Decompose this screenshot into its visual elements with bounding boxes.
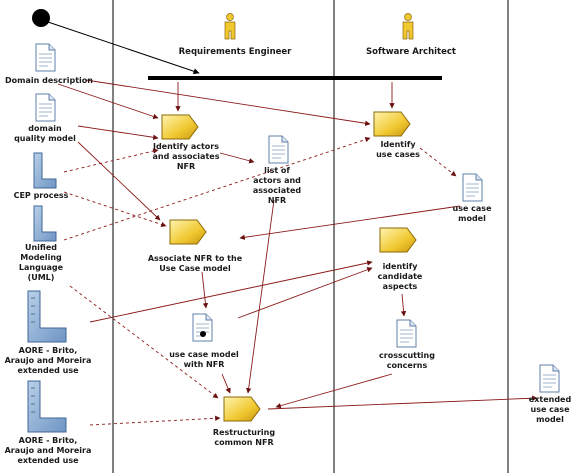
lane-header-software-architect: Software Architect xyxy=(366,47,456,57)
flow-aspects-to-crosscutting xyxy=(400,293,407,317)
guide-icon xyxy=(27,290,67,343)
artifact-aore-2: AORE - Brito, Araujo and Moreira extende… xyxy=(4,436,92,465)
flow-crosscutting-to-restructuring xyxy=(275,373,393,409)
activity-identify-candidate-aspects: identify candidate aspects xyxy=(377,262,423,291)
lane-header-requirements-engineer: Requirements Engineer xyxy=(178,47,292,57)
guide-icon xyxy=(33,205,57,242)
flow-model-nfr-to-restructuring xyxy=(221,373,231,394)
activity-icon xyxy=(373,111,411,137)
document-icon xyxy=(462,173,483,202)
document-icon xyxy=(268,135,289,164)
activity-identify-use-cases: Identify use cases xyxy=(376,140,420,159)
activity-identify-actors: Identify actors and associates NFR xyxy=(152,142,220,171)
flow-aore2-to-restructuring xyxy=(89,415,221,426)
artifact-extended-use-case-model: extended use case model xyxy=(528,395,572,424)
flow-usecases-to-model xyxy=(419,147,457,177)
flow-aore-to-aspects xyxy=(89,260,373,323)
activity-icon xyxy=(379,227,417,253)
actor-icon xyxy=(402,13,414,40)
artifact-domain-quality-model: domain quality model xyxy=(14,124,76,143)
model-dot-icon xyxy=(200,331,206,337)
artifact-aore-1: AORE - Brito, Araujo and Moreira extende… xyxy=(4,346,92,375)
flow-associate-to-model-nfr xyxy=(201,271,209,309)
flow-restructuring-to-extended xyxy=(267,395,538,410)
activity-restructuring-common-nfr: Restructuring common NFR xyxy=(212,428,276,447)
document-icon xyxy=(35,93,56,122)
flow-cep-to-associate xyxy=(63,191,167,228)
flow-uml-to-restructuring xyxy=(69,285,219,399)
activity-associate-nfr: Associate NFR to the Use Case model xyxy=(147,254,243,273)
artifact-use-case-model: use case model xyxy=(452,204,492,223)
artifact-domain-description: Domain description xyxy=(5,76,93,85)
flow-domain-to-identify-usecases xyxy=(85,79,371,126)
flow-list-to-restructuring xyxy=(245,199,275,394)
flow-usecase-model-to-associate xyxy=(239,205,461,240)
artifact-cep-process: CEP process xyxy=(13,191,69,200)
guide-icon xyxy=(33,152,57,189)
flow-start xyxy=(47,21,200,75)
guide-icon xyxy=(27,380,67,433)
artifact-crosscutting-concerns: crosscutting concerns xyxy=(379,351,435,370)
flow-quality-to-associate xyxy=(77,141,161,221)
flow-model-nfr-to-aspects xyxy=(237,267,373,319)
actor-icon xyxy=(224,13,236,40)
activity-icon xyxy=(169,219,207,245)
artifact-uml: Unified Modeling Language (UML) xyxy=(18,243,64,282)
activity-icon xyxy=(223,396,261,422)
flow-cep-to-identify-actors xyxy=(63,148,159,173)
start-node xyxy=(32,9,50,27)
flow-quality-to-identify-actors xyxy=(77,125,159,140)
flow-domain-to-identify-actors xyxy=(57,83,159,119)
document-icon xyxy=(539,364,560,393)
fork-bar xyxy=(148,76,442,80)
artifact-list-actors-nfr: list of actors and associated NFR xyxy=(252,166,302,205)
activity-icon xyxy=(161,114,199,140)
flow-identify-actors-to-list xyxy=(219,152,255,164)
artifact-use-case-model-nfr: use case model with NFR xyxy=(169,350,239,369)
document-icon xyxy=(35,43,56,72)
document-icon xyxy=(396,319,417,348)
